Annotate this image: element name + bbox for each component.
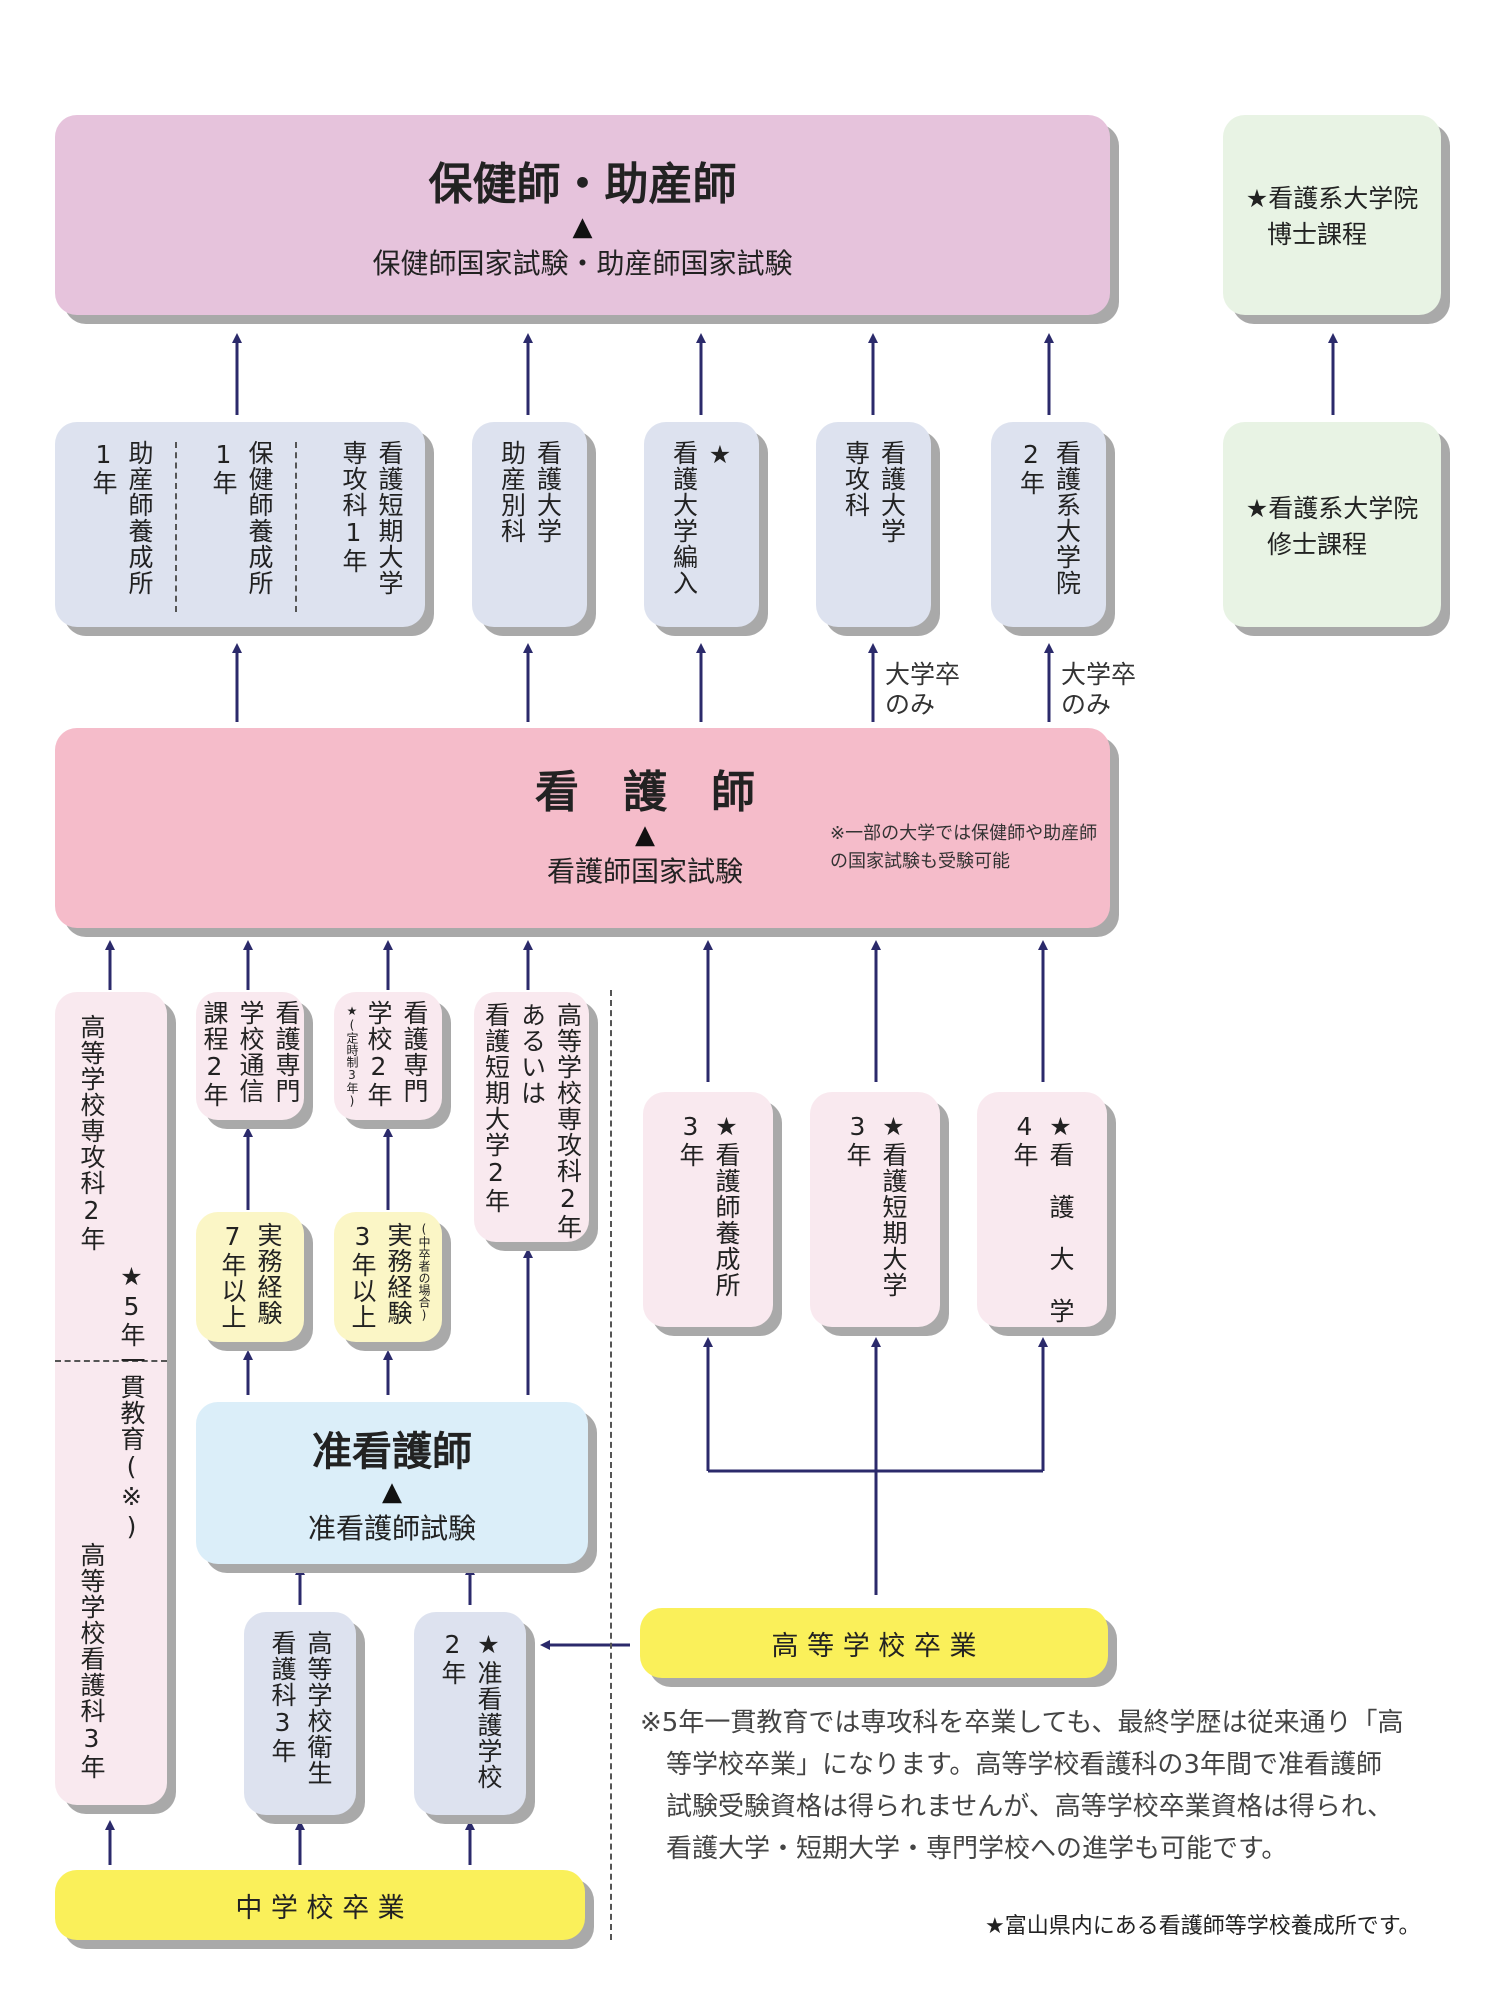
- transfer-label: 看護大学編入: [669, 440, 699, 596]
- triangle-icon: ▲: [572, 212, 593, 242]
- exp3-line1: 実務経験: [384, 1222, 413, 1326]
- hsmajor2-line2: あるいは: [517, 1002, 547, 1106]
- master-line2: 修士課程: [1266, 529, 1367, 559]
- jc-name: ★看護短期大学: [879, 1112, 908, 1298]
- assoc-nursing-school-box: ★准看護学校 2年: [414, 1612, 526, 1815]
- corr-line2: 学校通信: [236, 1000, 265, 1104]
- midwife-major-line1: 看護大学: [533, 440, 563, 544]
- school2-line1: 看護専門: [400, 1000, 429, 1104]
- univ-only-label: 大学卒のみ: [1061, 660, 1137, 719]
- transfer-box: ★ 看護大学編入: [644, 422, 759, 627]
- grad-school-line1: 看護系大学院: [1052, 440, 1082, 596]
- hs-major-or-college-box: 高等学校専攻科2年 あるいは 看護短期大学2年: [474, 992, 589, 1242]
- doctoral-line2: 博士課程: [1266, 220, 1367, 249]
- nurse-title: 看 護 師: [535, 767, 755, 818]
- hsmajor2-line1: 高等学校専攻科2年: [553, 1002, 583, 1240]
- master-course-box: ★看護系大学院 修士課程: [1223, 422, 1441, 627]
- public-health-midwife-box: 保健師・助産師 ▲ 保健師国家試験・助産師国家試験: [55, 115, 1110, 315]
- hs-eisei-line1: 高等学校衛生: [304, 1630, 333, 1786]
- univ-only-label: 大学卒のみ: [885, 660, 961, 719]
- grad-school-line2: 2年: [1016, 440, 1046, 496]
- exam-label: 保健師国家試験・助産師国家試験: [372, 247, 793, 280]
- jc-years: 3年: [843, 1112, 872, 1168]
- nurse-note: ※一部の大学では保健師や助産師の国家試験も受験可能: [830, 823, 1098, 872]
- univ-years: 4年: [1010, 1112, 1039, 1168]
- doctoral-line1: ★看護系大学院: [1245, 184, 1419, 213]
- hs-major-label: 高等学校専攻科2年: [77, 1014, 106, 1252]
- nurse-box: 看 護 師 ▲ 看護師国家試験 ※一部の大学では保健師や助産師の国家試験も受験可…: [55, 728, 1110, 928]
- junior-college-major: 専攻科1年: [339, 440, 368, 574]
- training-name: ★看護師養成所: [712, 1112, 741, 1298]
- hsmajor2-line3: 看護短期大学2年: [481, 1002, 511, 1214]
- star-legend: ★富山県内にある看護師等学校養成所です。: [985, 1914, 1421, 1939]
- corr-line3: 課程2年: [200, 1000, 229, 1108]
- grad-school-box: 看護系大学院 2年: [991, 422, 1106, 627]
- nursing-university-box: ★看 護 大 学 4年: [977, 1092, 1107, 1327]
- experience-3yr-box: (中卒者の場合) 実務経験 3年以上: [334, 1212, 442, 1342]
- exp7-line2: 7年以上: [218, 1222, 247, 1330]
- hs-health-nursing-box: 高等学校衛生 看護科3年: [244, 1612, 356, 1815]
- training-years: 3年: [676, 1112, 705, 1168]
- vocational-school-box: 看護専門 学校2年 ★(定時制3年): [334, 992, 442, 1120]
- triangle-icon: ▲: [382, 1477, 402, 1507]
- experience-7yr-box: 実務経験 7年以上: [196, 1212, 304, 1342]
- public-health-midwife-title: 保健師・助産師: [428, 159, 737, 210]
- midwife-major-line2: 助産別科: [497, 440, 527, 544]
- high-school-graduation-box: 高 等 学 校 卒 業: [640, 1608, 1108, 1678]
- assoc-nurse-box: 准看護師 ▲ 准看護師試験: [196, 1402, 588, 1564]
- phn-school-name: 保健師養成所: [245, 440, 274, 596]
- exp7-line1: 実務経験: [254, 1222, 283, 1326]
- junior-high-graduation-box: 中 学 校 卒 業: [55, 1870, 585, 1940]
- footnote-line: 試験受験資格は得られませんが、高等学校卒業資格は得られ、: [666, 1792, 1393, 1822]
- star-icon: ★: [705, 440, 735, 470]
- footnote-line: ※5年一貫教育では専攻科を卒業しても、最終学歴は従来通り「高: [640, 1708, 1404, 1738]
- combined-training-box: 助産師養成所 1年 保健師養成所 1年 看護短期大学 専攻科1年: [55, 422, 425, 627]
- assoc-school-line2: 2年: [438, 1630, 467, 1686]
- midwife-major-box: 看護大学 助産別科: [472, 422, 587, 627]
- hs-eisei-line2: 看護科3年: [268, 1630, 297, 1764]
- footnote-line: 看護大学・短期大学・専門学校への進学も可能です。: [666, 1834, 1288, 1864]
- phn-school-years: 1年: [209, 440, 238, 496]
- hs-nursing-label: 高等学校看護科3年: [77, 1542, 106, 1780]
- five-year-footnote: ※5年一貫教育では専攻科を卒業しても、最終学歴は従来通り「高 等学校卒業」になり…: [640, 1702, 1470, 1870]
- nurse-exam-label: 看護師国家試験: [546, 855, 743, 888]
- assoc-nurse-title: 准看護師: [312, 1429, 472, 1475]
- correspondence-course-box: 看護専門 学校通信 課程2年: [196, 992, 304, 1120]
- triangle-icon: ▲: [635, 820, 655, 850]
- midwife-school-name: 助産師養成所: [125, 440, 154, 596]
- hs-grad-label: 高 等 学 校 卒 業: [771, 1630, 977, 1662]
- junior-college-name: 看護短期大学: [375, 440, 404, 596]
- major-course-box: 看護大学 専攻科: [816, 422, 931, 627]
- doctoral-course-box: ★看護系大学院 博士課程: [1223, 115, 1441, 315]
- major-course-line1: 看護大学: [877, 440, 907, 544]
- assoc-exam-label: 准看護師試験: [307, 1512, 476, 1545]
- divider-line: [610, 990, 612, 1940]
- school2-line2: 学校2年: [364, 1000, 393, 1108]
- univ-name: ★看 護 大 学: [1046, 1112, 1075, 1324]
- school2-note: ★(定時制3年): [345, 1004, 359, 1108]
- five-year-label: ★5年一貫教育(※): [117, 1262, 146, 1542]
- nursing-training-school-box: ★看護師養成所 3年: [643, 1092, 773, 1327]
- midwife-school-years: 1年: [89, 440, 118, 496]
- exp3-note: (中卒者の場合): [417, 1222, 431, 1322]
- five-year-program-box: 高等学校専攻科2年 ★5年一貫教育(※) 高等学校看護科3年: [55, 992, 167, 1805]
- corr-line1: 看護専門: [272, 1000, 301, 1104]
- junior-college-box: ★看護短期大学 3年: [810, 1092, 940, 1327]
- jhs-grad-label: 中 学 校 卒 業: [235, 1892, 405, 1924]
- major-course-line2: 専攻科: [841, 440, 871, 518]
- assoc-school-line1: ★准看護学校: [474, 1630, 503, 1790]
- footnote-line: 等学校卒業」になります。高等学校看護科の3年間で准看護師: [666, 1750, 1382, 1780]
- exp3-line2: 3年以上: [348, 1222, 377, 1330]
- master-line1: ★看護系大学院: [1245, 493, 1419, 523]
